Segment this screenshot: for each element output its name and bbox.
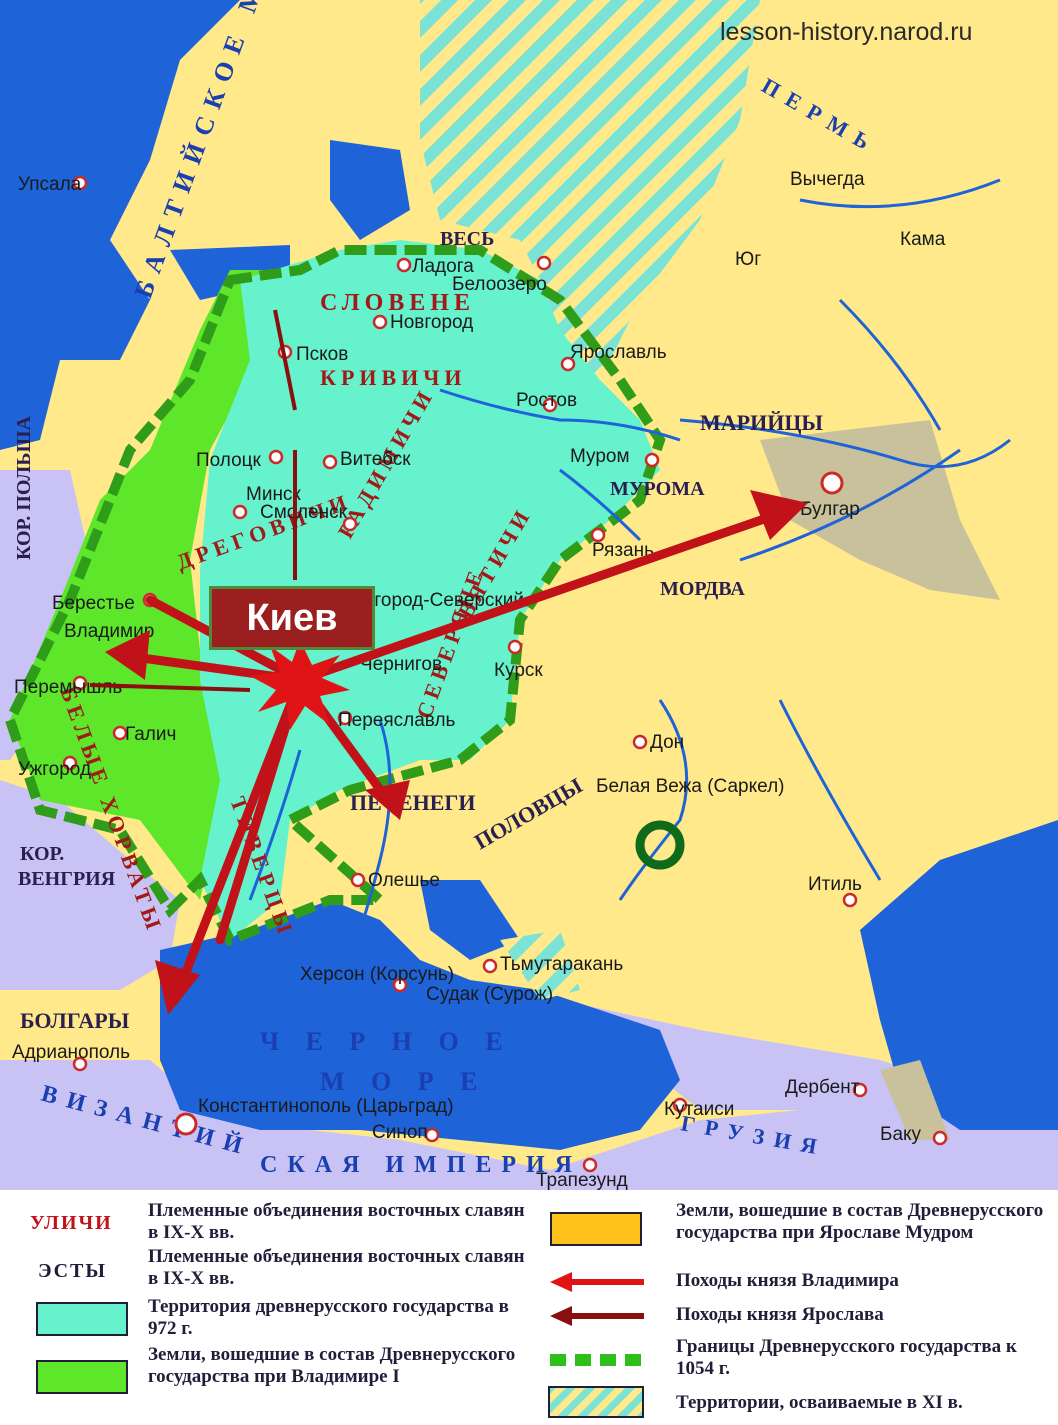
city-minsk: Минск	[246, 484, 301, 505]
black-sea-label-1: Ч Е Р Н О Е	[260, 1027, 513, 1056]
city-beloozero: Белоозеро	[452, 274, 547, 295]
poland-region	[0, 470, 90, 760]
legend-border-1054	[550, 1354, 642, 1366]
caspian-sea	[860, 820, 1058, 1130]
yaroslav-campaigns	[89, 309, 297, 692]
legend-sample-esty: ЭСТЫ	[38, 1260, 107, 1282]
city-berestye: Берестье	[52, 593, 135, 614]
ladoga-lake	[330, 140, 410, 240]
city-adrianople: Адрианополь	[12, 1042, 130, 1063]
city-ryazan: Рязань	[592, 540, 654, 561]
xi-century-lands	[420, 0, 760, 380]
hungary-region	[0, 780, 180, 990]
city-peremyshl: Перемышль	[14, 677, 122, 698]
legend-arrow-yaroslav	[550, 1306, 644, 1326]
city-oleshye: Олешье	[368, 870, 440, 891]
sarkel-ring	[635, 820, 685, 870]
legend-swatch-972	[36, 1302, 128, 1336]
river-yug: Юг	[735, 249, 761, 270]
baltic-sea	[0, 0, 240, 450]
legend-swatch-xi	[548, 1386, 644, 1418]
city-belaya-vezha: Белая Вежа (Саркел)	[596, 776, 784, 797]
source-watermark: lesson-history.narod.ru	[720, 18, 972, 46]
arrowheads	[105, 490, 808, 1015]
river-vychegda: Вычегда	[790, 169, 865, 190]
city-galich: Галич	[125, 724, 176, 745]
city-murom: Муром	[570, 446, 630, 467]
city-ladoga: Ладога	[412, 256, 474, 277]
legend-border-text: Границы Древнерусского государства к 105…	[676, 1336, 1017, 1379]
city-dots	[62, 175, 948, 1173]
black-sea	[160, 900, 680, 1150]
bulgary-label: БОЛГАРЫ	[20, 1008, 130, 1033]
rus-territory-972	[200, 240, 660, 940]
city-tmutarakan: Тьмутаракань	[500, 954, 623, 975]
city-sinop: Синоп	[372, 1122, 428, 1143]
city-kursk: Курск	[494, 660, 543, 681]
city-smolensk: Смоленск	[260, 502, 348, 523]
city-constantinople: Константинополь (Царьград)	[198, 1096, 454, 1117]
bulgar-city	[820, 471, 844, 495]
byzantium-region	[0, 1060, 1058, 1190]
city-uppsala: Упсала	[18, 174, 82, 195]
legend-arrow-vladimir	[550, 1272, 644, 1292]
city-bulgar: Булгар	[800, 499, 860, 520]
kiev-burst	[250, 640, 350, 730]
legend-yaroslav-lands: Земли, вошедшие в состав Древнерусского …	[676, 1200, 1044, 1243]
city-itil: Итиль	[808, 874, 862, 895]
city-kutaisi: Кутаиси	[664, 1099, 734, 1120]
city-vladimir: Владимир	[64, 621, 154, 642]
city-vitebsk: Витебск	[340, 449, 411, 470]
caspian-strip	[880, 1060, 950, 1140]
rivers	[248, 178, 1011, 931]
city-polotsk: Полоцк	[196, 450, 262, 471]
legend-tribes-2: Племенные объединения восточных славян в…	[148, 1246, 525, 1289]
river-kama: Кама	[900, 229, 946, 250]
tmutarakan-lands	[500, 930, 580, 1000]
city-baku: Баку	[880, 1124, 922, 1145]
black-sea-label-2: М О Р Е	[320, 1067, 488, 1096]
legend-tribes-1: Племенные объединения восточных славян в…	[148, 1200, 525, 1243]
city-novgorod: Новгород	[390, 312, 473, 333]
city-pereyaslavl: Переяславль	[338, 710, 456, 731]
slovene-label: СЛОВЕНЕ	[320, 290, 475, 316]
border-1054	[4, 245, 666, 947]
legend: УЛИЧИ Племенные объединения восточных сл…	[0, 1190, 1058, 1425]
krivichi-label: КРИВИЧИ	[320, 365, 467, 390]
mordva-label: МОРДВА	[660, 578, 745, 600]
legend-xi-lands: Территории, осваиваемые в XI в.	[676, 1392, 963, 1413]
legend-yaroslav-campaigns: Походы князя Ярослава	[676, 1304, 884, 1325]
azov-sea	[420, 880, 520, 960]
mari-label: МАРИЙЦЫ	[700, 410, 823, 435]
city-derbent: Дербент	[785, 1077, 860, 1098]
legend-vladimir-lands: Земли, вошедшие в состав Древнерусского …	[148, 1344, 516, 1387]
city-trapezund: Трапезунд	[536, 1170, 628, 1190]
hungary-label-1: КОР.	[20, 843, 64, 865]
city-rostov: Ростов	[516, 390, 577, 411]
city-chernigov: Чернигов	[360, 654, 442, 675]
city-kherson: Херсон (Корсунь)	[300, 964, 454, 985]
city-pskov: Псков	[296, 344, 348, 365]
kiev-label: Киев	[209, 586, 375, 650]
legend-sample-ulichi: УЛИЧИ	[30, 1212, 113, 1234]
city-novgorod-seversky: Новгород-Северский	[340, 590, 524, 611]
ves-label: ВЕСЬ	[440, 228, 494, 250]
city-yaroslavl: Ярославль	[570, 342, 667, 363]
muroma-label: МУРОМА	[610, 478, 705, 500]
city-sudak: Судак (Сурож)	[426, 984, 553, 1005]
byzantium-label-2: СКАЯ ИМПЕРИЯ	[260, 1152, 582, 1178]
river-don: Дон	[650, 732, 684, 753]
legend-territory-972: Территория древнерусского государства в …	[148, 1296, 509, 1339]
constantinople-city	[174, 1112, 198, 1136]
legend-swatch-yaroslav	[550, 1212, 642, 1246]
city-uzhgorod: Ужгород	[18, 759, 91, 780]
hungary-label-2: ВЕНГРИЯ	[18, 868, 116, 890]
legend-swatch-vladimir	[36, 1360, 128, 1394]
pechenegi-label: ПЕЧЕНЕГИ	[350, 790, 476, 815]
poland-label: КОР. ПОЛЬША	[13, 416, 35, 560]
legend-vladimir-campaigns: Походы князя Владимира	[676, 1270, 899, 1291]
